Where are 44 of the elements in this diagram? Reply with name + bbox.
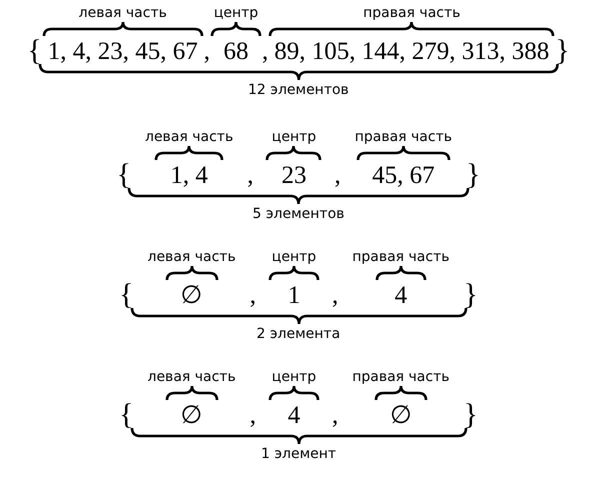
element-count: 5 элементов: [252, 206, 344, 222]
separator-comma: ,: [332, 282, 338, 310]
value-list: 1: [288, 282, 300, 310]
separator-comma: ,: [250, 402, 256, 430]
closing-brace: }: [555, 36, 570, 66]
value-list: 4: [394, 282, 408, 310]
part-label: правая часть: [352, 368, 450, 386]
closing-brace: }: [464, 400, 478, 430]
value-list: ∅: [180, 402, 203, 430]
value-list: 68: [224, 38, 248, 66]
separator-comma: ,: [247, 162, 254, 190]
part-label: центр: [214, 4, 258, 22]
value-list: 1, 4, 23, 45, 67: [48, 38, 198, 66]
part-label: центр: [272, 368, 316, 386]
separator-comma: ,: [250, 282, 256, 310]
part-label: правая часть: [352, 248, 450, 266]
element-count: 12 элементов: [248, 82, 349, 98]
element-count: 2 элемента: [256, 326, 340, 342]
value-list: ∅: [180, 282, 203, 310]
opening-brace: {: [119, 280, 134, 310]
part-label: центр: [272, 248, 316, 266]
part-label: левая часть: [145, 128, 234, 146]
value-list: 1, 4: [170, 162, 208, 190]
separator-comma: ,: [334, 162, 341, 190]
opening-brace: {: [27, 36, 42, 66]
part-label: центр: [272, 128, 316, 146]
opening-brace: {: [116, 160, 131, 190]
separator-comma: ,: [332, 402, 338, 430]
element-count: 1 элемент: [261, 446, 336, 462]
opening-brace: {: [119, 400, 134, 430]
value-list: ∅: [390, 402, 412, 430]
part-label: левая часть: [78, 4, 167, 22]
part-label: правая часть: [354, 128, 452, 146]
value-list: 89, 105, 144, 279, 313, 388: [274, 38, 550, 66]
separator-comma: ,: [262, 38, 268, 66]
value-list: 4: [288, 402, 300, 430]
part-label: левая часть: [148, 248, 236, 266]
part-label: правая часть: [363, 4, 460, 22]
closing-brace: }: [464, 280, 478, 310]
closing-brace: }: [466, 160, 480, 190]
part-label: левая часть: [148, 368, 236, 386]
value-list: 45, 67: [372, 162, 435, 190]
value-list: 23: [281, 162, 306, 190]
separator-comma: ,: [204, 38, 210, 66]
